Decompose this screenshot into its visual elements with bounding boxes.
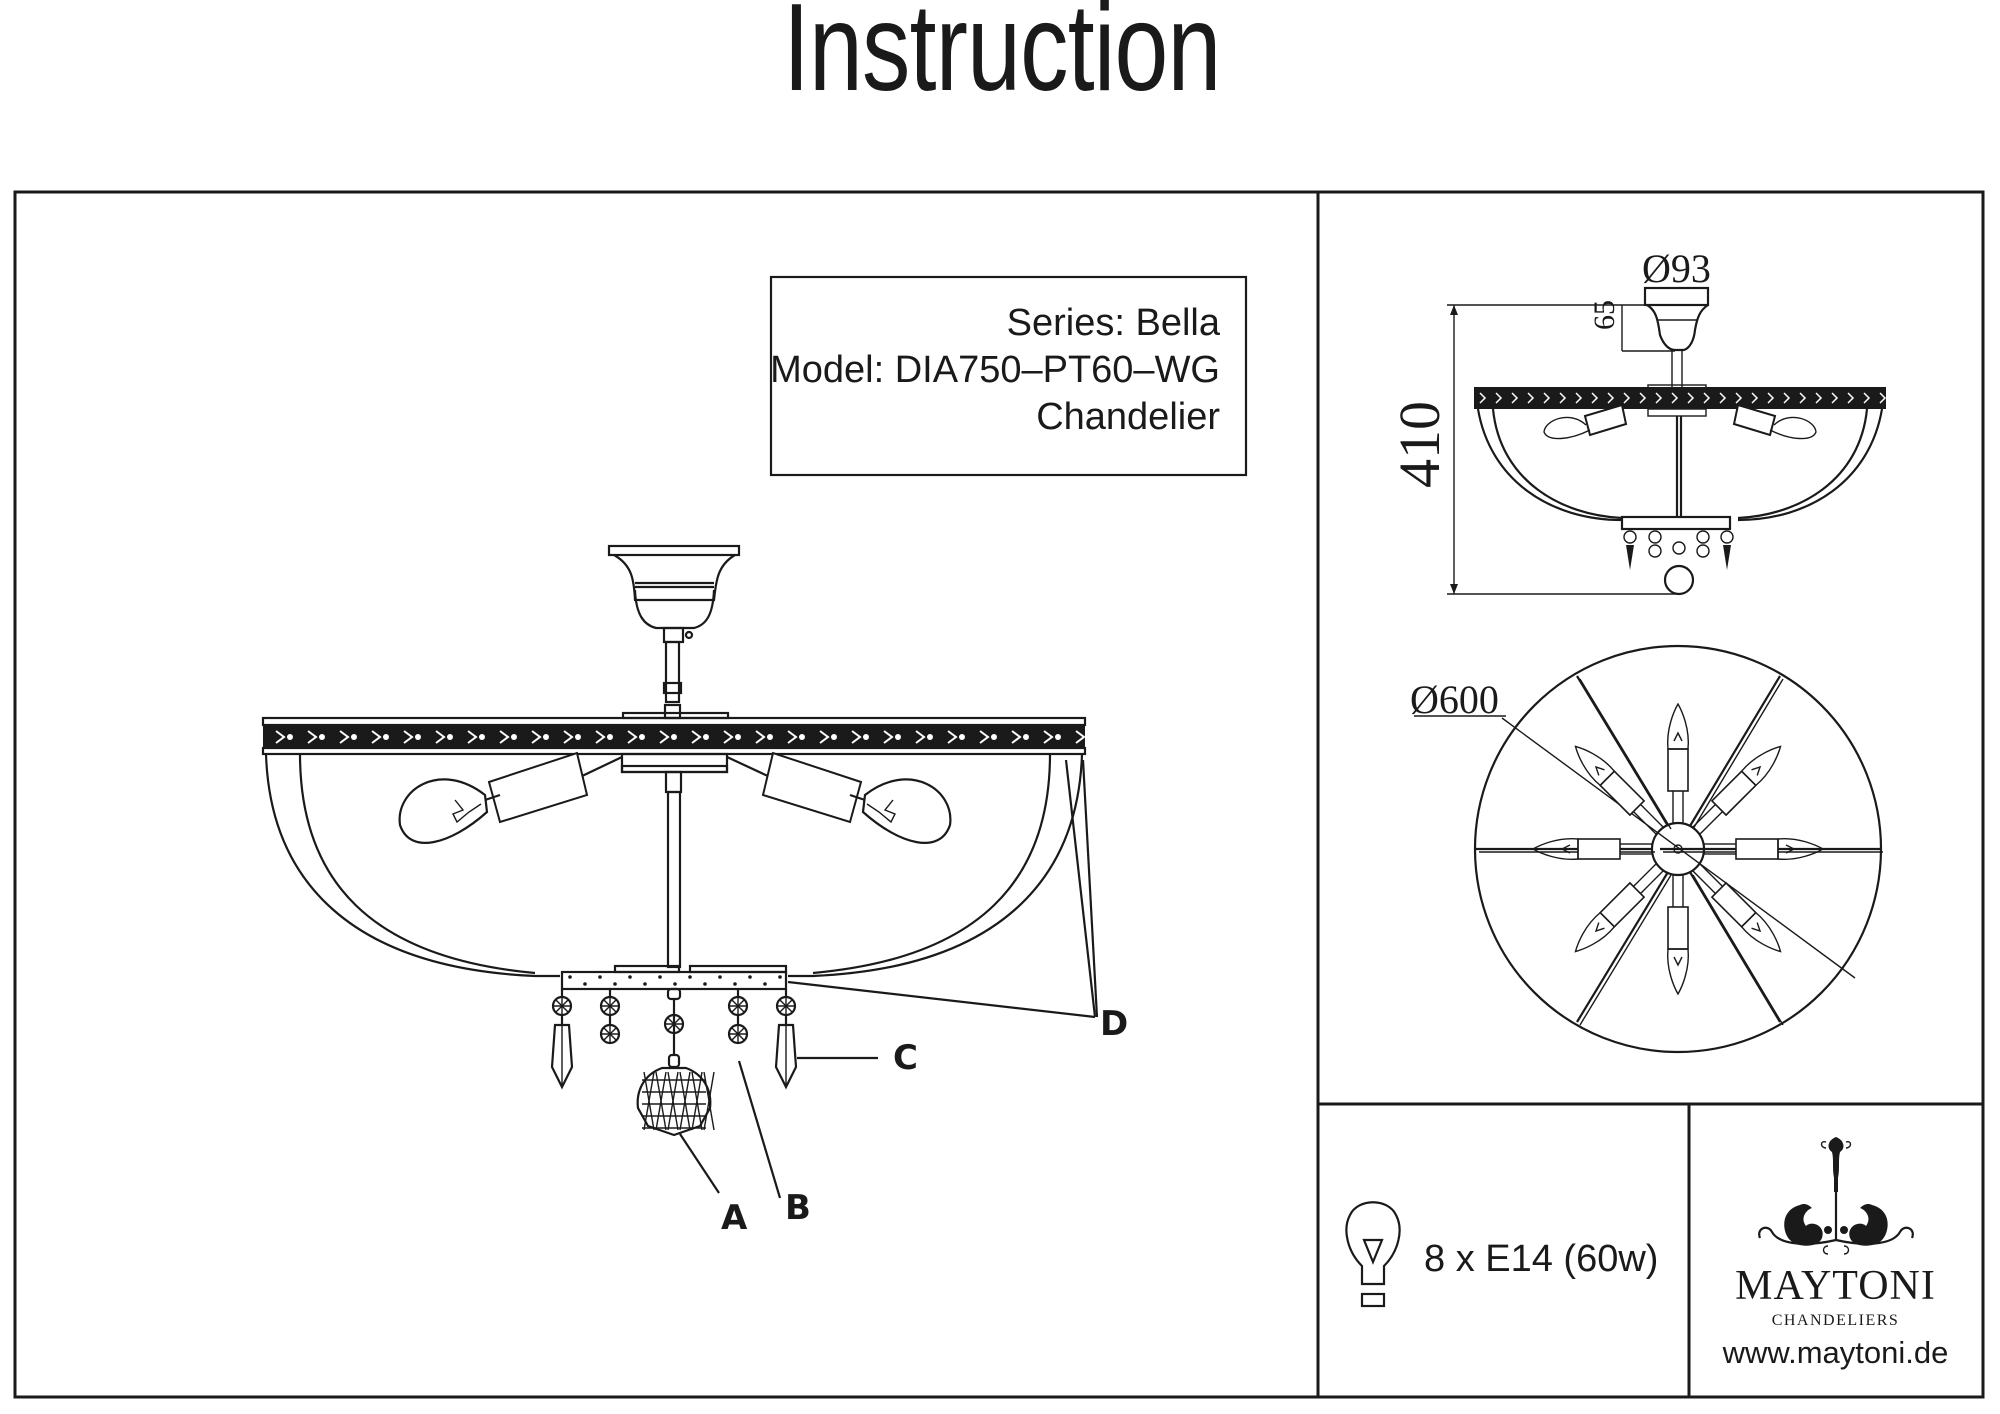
leader-b xyxy=(737,1060,782,1199)
prism-crystal xyxy=(774,1023,798,1090)
outer-frame xyxy=(13,190,1985,1399)
model-text: Model: DIA750–PT60–WG xyxy=(770,349,1220,391)
crystal-ball xyxy=(636,987,715,1137)
callout-leaders xyxy=(679,759,1099,1199)
top-view-candle-arm xyxy=(1703,837,1825,861)
product-info-box xyxy=(769,275,1248,477)
candle-bulb-left xyxy=(398,778,489,844)
arm-right xyxy=(726,751,952,844)
upper-rod xyxy=(664,640,681,704)
crystal-bar xyxy=(560,964,788,991)
total-height-dimension: 410 xyxy=(1387,401,1452,488)
octagon-crystal xyxy=(599,1023,621,1045)
top-view-candle-arm xyxy=(1691,862,1782,953)
top-view-candle-arm xyxy=(1691,745,1782,836)
arm-left xyxy=(398,751,623,844)
chandelier-side-view xyxy=(1447,286,1887,596)
canopy-diameter-dimension: Ø93 xyxy=(1642,246,1711,291)
leader-d-2 xyxy=(1064,759,1097,1018)
leader-a xyxy=(679,1133,720,1194)
light-bulb-icon xyxy=(1345,1201,1401,1308)
part-label-c: C xyxy=(893,1038,918,1078)
brand-url: www.maytoni.de xyxy=(1722,1335,1949,1370)
top-view-candle-arm xyxy=(1574,745,1665,836)
part-label-b: B xyxy=(785,1188,811,1228)
leader-d-1 xyxy=(787,980,1096,1019)
prism-crystal xyxy=(550,1023,574,1090)
canopy-height-dimension: 65 xyxy=(1588,300,1621,330)
part-label-d: D xyxy=(1100,1004,1129,1044)
chandelier-front-view xyxy=(261,544,1099,1199)
lamp-spec-text: 8 x E14 (60w) xyxy=(1424,1238,1659,1280)
leader-d-3 xyxy=(1081,759,1099,1018)
hanging-crystals xyxy=(550,989,798,1090)
top-view-candle-arm xyxy=(1666,874,1690,996)
octagon-crystal xyxy=(727,995,749,1017)
candle-bulb-right xyxy=(861,778,952,844)
maytoni-chandelier-ornament-icon xyxy=(1758,1137,1914,1255)
top-view-candle-arm xyxy=(1666,702,1690,824)
brand-subtitle: CHANDELIERS xyxy=(1771,1312,1900,1329)
octagon-crystal xyxy=(775,995,797,1017)
ceiling-canopy xyxy=(607,544,741,644)
glass-bowl xyxy=(264,753,1084,978)
octagon-crystal xyxy=(599,995,621,1017)
brand-name: MAYTONI xyxy=(1735,1263,1936,1309)
octagon-crystal xyxy=(551,995,573,1017)
decorative-band xyxy=(261,716,1093,756)
top-view-candle-arm xyxy=(1531,837,1653,861)
product-type-text: Chandelier xyxy=(1036,396,1220,438)
shade-diameter-dimension: Ø600 xyxy=(1410,677,1499,722)
lower-rod xyxy=(666,790,682,969)
page-title: Instruction xyxy=(782,0,1221,117)
top-view-candle-arm xyxy=(1574,862,1665,953)
chandelier-top-view xyxy=(1414,644,1883,1054)
part-label-a: A xyxy=(721,1198,748,1238)
octagon-crystal xyxy=(727,1023,749,1045)
series-text: Series: Bella xyxy=(1006,302,1220,344)
